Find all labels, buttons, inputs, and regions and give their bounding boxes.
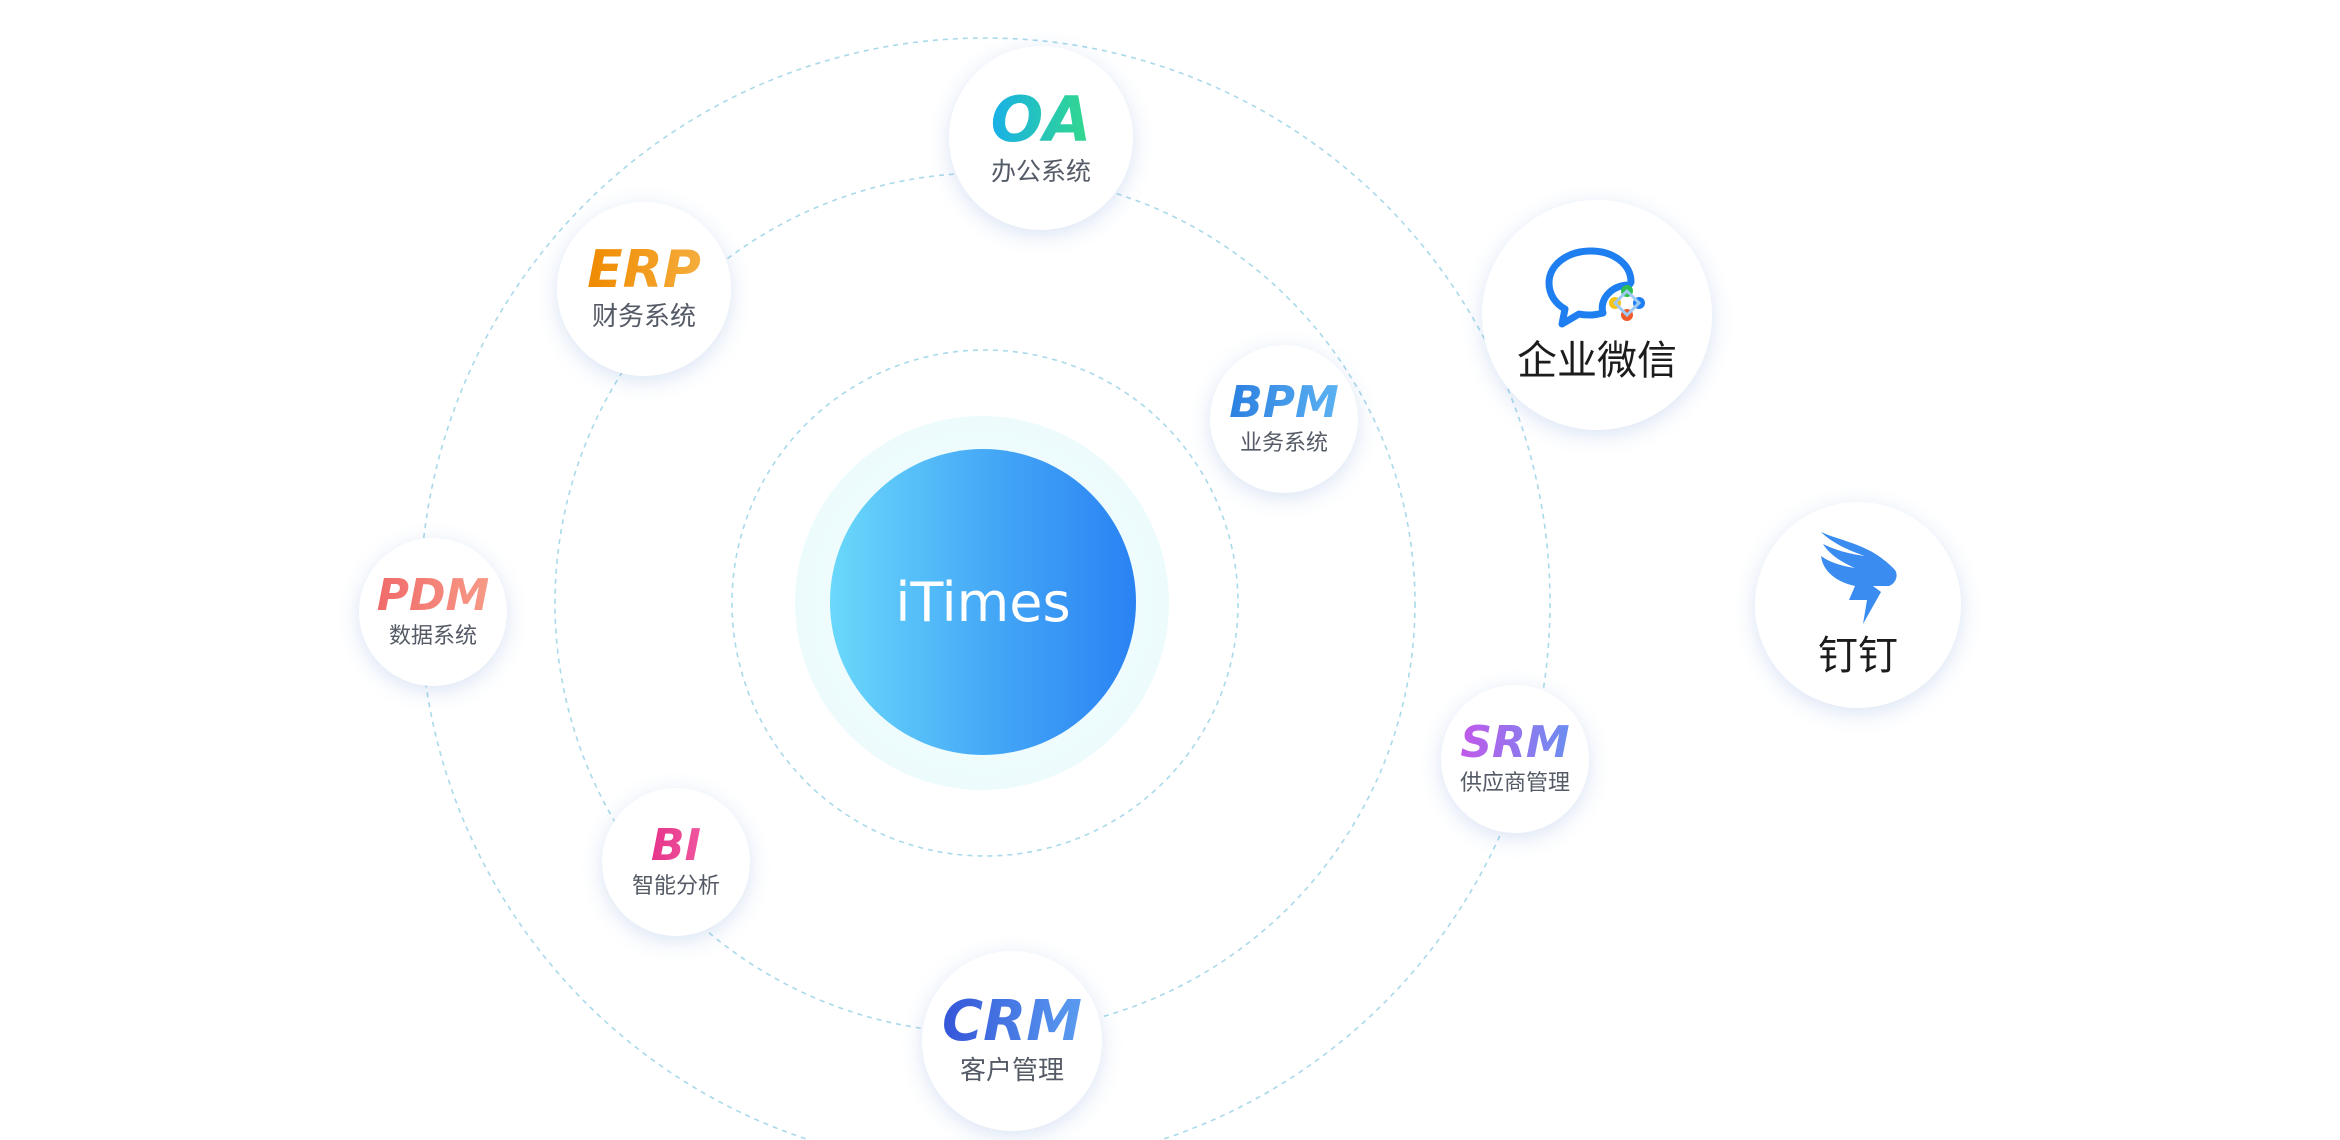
- node-srm-abbr: SRM: [1460, 716, 1570, 768]
- platform-dingtalk[interactable]: 钉钉: [1755, 502, 1961, 708]
- dingtalk-icon: [1815, 530, 1901, 626]
- node-erp-label: 财务系统: [591, 302, 696, 333]
- node-pdm[interactable]: PDM 数据系统: [359, 538, 507, 686]
- node-bi-abbr: BI: [651, 819, 701, 871]
- node-oa-abbr: OA: [990, 83, 1092, 156]
- node-srm-label: 供应商管理: [1459, 770, 1570, 796]
- platform-wecom-label: 企业微信: [1517, 338, 1677, 384]
- node-srm[interactable]: SRM 供应商管理: [1441, 685, 1589, 833]
- node-pdm-abbr: PDM: [376, 569, 490, 621]
- node-erp[interactable]: ERP 财务系统: [557, 202, 731, 376]
- node-erp-abbr: ERP: [587, 240, 701, 301]
- node-pdm-label: 数据系统: [388, 623, 477, 649]
- hub-circle[interactable]: iTimes: [830, 449, 1136, 755]
- node-bpm[interactable]: BPM 业务系统: [1210, 345, 1358, 493]
- node-bpm-label: 业务系统: [1239, 430, 1328, 456]
- platform-wecom[interactable]: 企业微信: [1482, 200, 1712, 430]
- platform-dingtalk-label: 钉钉: [1818, 633, 1898, 679]
- node-crm-label: 客户管理: [959, 1056, 1064, 1087]
- node-oa-label: 办公系统: [990, 157, 1091, 186]
- middle-orbit: [554, 172, 1416, 1034]
- node-bi[interactable]: BI 智能分析: [602, 788, 750, 936]
- node-oa[interactable]: OA 办公系统: [949, 46, 1133, 230]
- node-bi-label: 智能分析: [631, 873, 720, 899]
- hub-label: iTimes: [895, 570, 1071, 634]
- node-bpm-abbr: BPM: [1229, 376, 1339, 428]
- wecom-chat-icon: [1541, 245, 1653, 331]
- node-crm[interactable]: CRM 客户管理: [922, 951, 1102, 1131]
- inner-orbit: [731, 349, 1239, 857]
- node-crm-abbr: CRM: [942, 989, 1082, 1055]
